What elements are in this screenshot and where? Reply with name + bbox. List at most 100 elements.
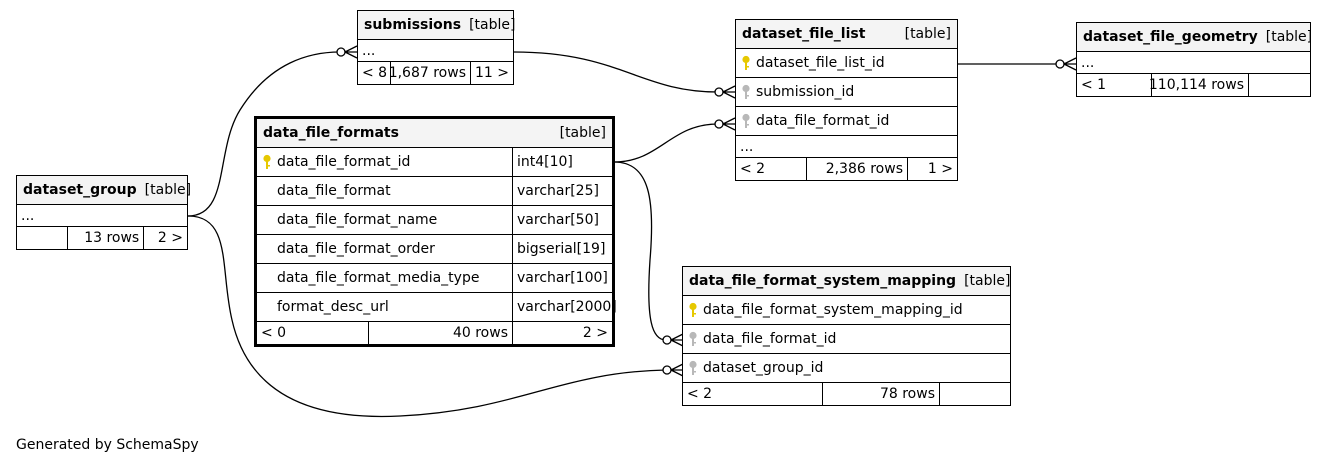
relation-submissions-dataset-group — [187, 51, 341, 217]
column-row: submission_id — [736, 78, 957, 107]
more-columns-ellipsis: ... — [21, 207, 35, 224]
table-type-tag: [table] — [469, 17, 516, 33]
stats-row: < 1 110,114 rows — [1077, 74, 1310, 96]
parent-count: < 1 — [1081, 77, 1107, 93]
parent-count: < 8 — [362, 65, 388, 81]
table-header: data_file_formats [table] — [257, 119, 612, 148]
table-type-tag: [table] — [559, 125, 606, 141]
row-count: 110,114 rows — [1149, 74, 1248, 96]
column-name: data_file_format_media_type — [277, 270, 480, 286]
parent-count: < 2 — [687, 386, 713, 402]
table-data-file-format-system-mapping[interactable]: data_file_format_system_mapping [table] … — [682, 266, 1011, 406]
column-row: data_file_format_order bigserial[19] — [257, 235, 612, 264]
table-header: submissions [table] — [358, 11, 516, 40]
crows-foot-marker — [670, 333, 684, 347]
foreign-key-icon — [688, 360, 698, 376]
stats-row: < 2 2,386 rows 1 > — [736, 158, 957, 180]
column-name: data_file_format_name — [277, 212, 438, 228]
child-count: 2 > — [143, 227, 187, 249]
table-name: data_file_formats — [263, 125, 399, 141]
primary-key-icon — [688, 302, 698, 318]
column-row: data_file_format_media_type varchar[100] — [257, 264, 612, 293]
more-columns-row: ... — [1077, 52, 1310, 74]
table-name: submissions — [364, 17, 462, 33]
column-row: dataset_file_list_id — [736, 49, 957, 78]
table-submissions[interactable]: submissions [table] ... < 8 1,687 rows 1… — [357, 10, 516, 85]
column-type: varchar[25] — [512, 177, 612, 205]
more-columns-row: ... — [17, 205, 187, 227]
column-name: data_file_format_id — [756, 113, 890, 129]
stats-row: < 0 40 rows 2 > — [257, 322, 612, 344]
row-count: 13 rows — [66, 227, 144, 249]
crows-foot-marker — [344, 45, 358, 59]
more-columns-row: ... — [358, 40, 513, 62]
table-dataset-group[interactable]: dataset_group [table] ... 13 rows 2 > — [16, 175, 192, 250]
column-name: data_file_format — [277, 183, 391, 199]
row-count: 1,687 rows — [389, 62, 470, 84]
table-header: dataset_file_list [table] — [736, 20, 957, 49]
table-type-tag: [table] — [904, 26, 951, 42]
column-row: data_file_format_id — [736, 107, 957, 136]
table-header: data_file_format_system_mapping [table] — [683, 267, 1010, 296]
table-type-tag: [table] — [964, 273, 1011, 289]
column-type: varchar[100] — [512, 264, 612, 292]
more-columns-ellipsis: ... — [362, 42, 376, 59]
parent-count: < 0 — [261, 325, 287, 341]
column-name: format_desc_url — [277, 299, 389, 315]
parent-count — [17, 227, 67, 249]
relation-dataset-file-list-format — [613, 123, 719, 163]
foreign-key-icon — [741, 84, 751, 100]
column-name: data_file_format_id — [703, 331, 837, 347]
column-type: varchar[2000] — [512, 293, 617, 321]
table-type-tag: [table] — [144, 182, 192, 198]
optional-end-marker — [662, 335, 672, 345]
column-type: bigserial[19] — [512, 235, 612, 263]
more-columns-row: ... — [736, 136, 957, 158]
foreign-key-icon — [741, 113, 751, 129]
table-data-file-formats[interactable]: data_file_formats [table] data_file_form… — [254, 116, 617, 347]
child-count — [939, 383, 1010, 405]
column-name: submission_id — [756, 84, 855, 100]
optional-end-marker — [714, 119, 724, 129]
more-columns-ellipsis: ... — [1081, 54, 1095, 71]
relation-mapping-format — [613, 161, 667, 341]
table-type-tag: [table] — [1265, 29, 1313, 45]
column-name: dataset_file_list_id — [756, 55, 885, 71]
column-name: dataset_group_id — [703, 360, 824, 376]
crows-foot-marker — [722, 117, 736, 131]
child-count: 1 > — [907, 158, 957, 180]
row-count: 78 rows — [822, 383, 939, 405]
column-row: format_desc_url varchar[2000] — [257, 293, 617, 322]
column-row: dataset_group_id — [683, 354, 1010, 383]
optional-end-marker — [1055, 59, 1065, 69]
primary-key-icon — [741, 55, 751, 71]
column-type: int4[10] — [512, 148, 612, 176]
stats-row: < 2 78 rows — [683, 383, 1010, 405]
foreign-key-icon — [688, 331, 698, 347]
primary-key-icon — [262, 154, 272, 170]
stats-row: 13 rows 2 > — [17, 227, 187, 249]
crows-foot-marker — [670, 363, 684, 377]
column-row: data_file_format varchar[25] — [257, 177, 612, 206]
crows-foot-marker — [1063, 57, 1077, 71]
column-name: data_file_format_id — [277, 154, 411, 170]
column-name: data_file_format_system_mapping_id — [703, 302, 963, 318]
table-dataset-file-list[interactable]: dataset_file_list [table] dataset_file_l… — [735, 19, 958, 181]
column-name: data_file_format_order — [277, 241, 435, 257]
column-row: data_file_format_system_mapping_id — [683, 296, 1010, 325]
table-dataset-file-geometry[interactable]: dataset_file_geometry [table] ... < 1 11… — [1076, 22, 1313, 97]
stats-row: < 8 1,687 rows 11 > — [358, 62, 513, 84]
table-name: dataset_file_list — [742, 26, 866, 42]
parent-count: < 2 — [740, 161, 766, 177]
table-name: dataset_group — [23, 182, 137, 198]
more-columns-ellipsis: ... — [740, 138, 754, 155]
column-row: data_file_format_id — [683, 325, 1010, 354]
optional-end-marker — [714, 87, 724, 97]
optional-end-marker — [662, 365, 672, 375]
child-count: 11 > — [470, 62, 513, 84]
row-count: 2,386 rows — [806, 158, 907, 180]
table-name: dataset_file_geometry — [1083, 29, 1258, 45]
relation-dataset-file-list-submission — [513, 51, 719, 93]
column-type: varchar[50] — [512, 206, 612, 234]
table-header: dataset_file_geometry [table] — [1077, 23, 1313, 52]
